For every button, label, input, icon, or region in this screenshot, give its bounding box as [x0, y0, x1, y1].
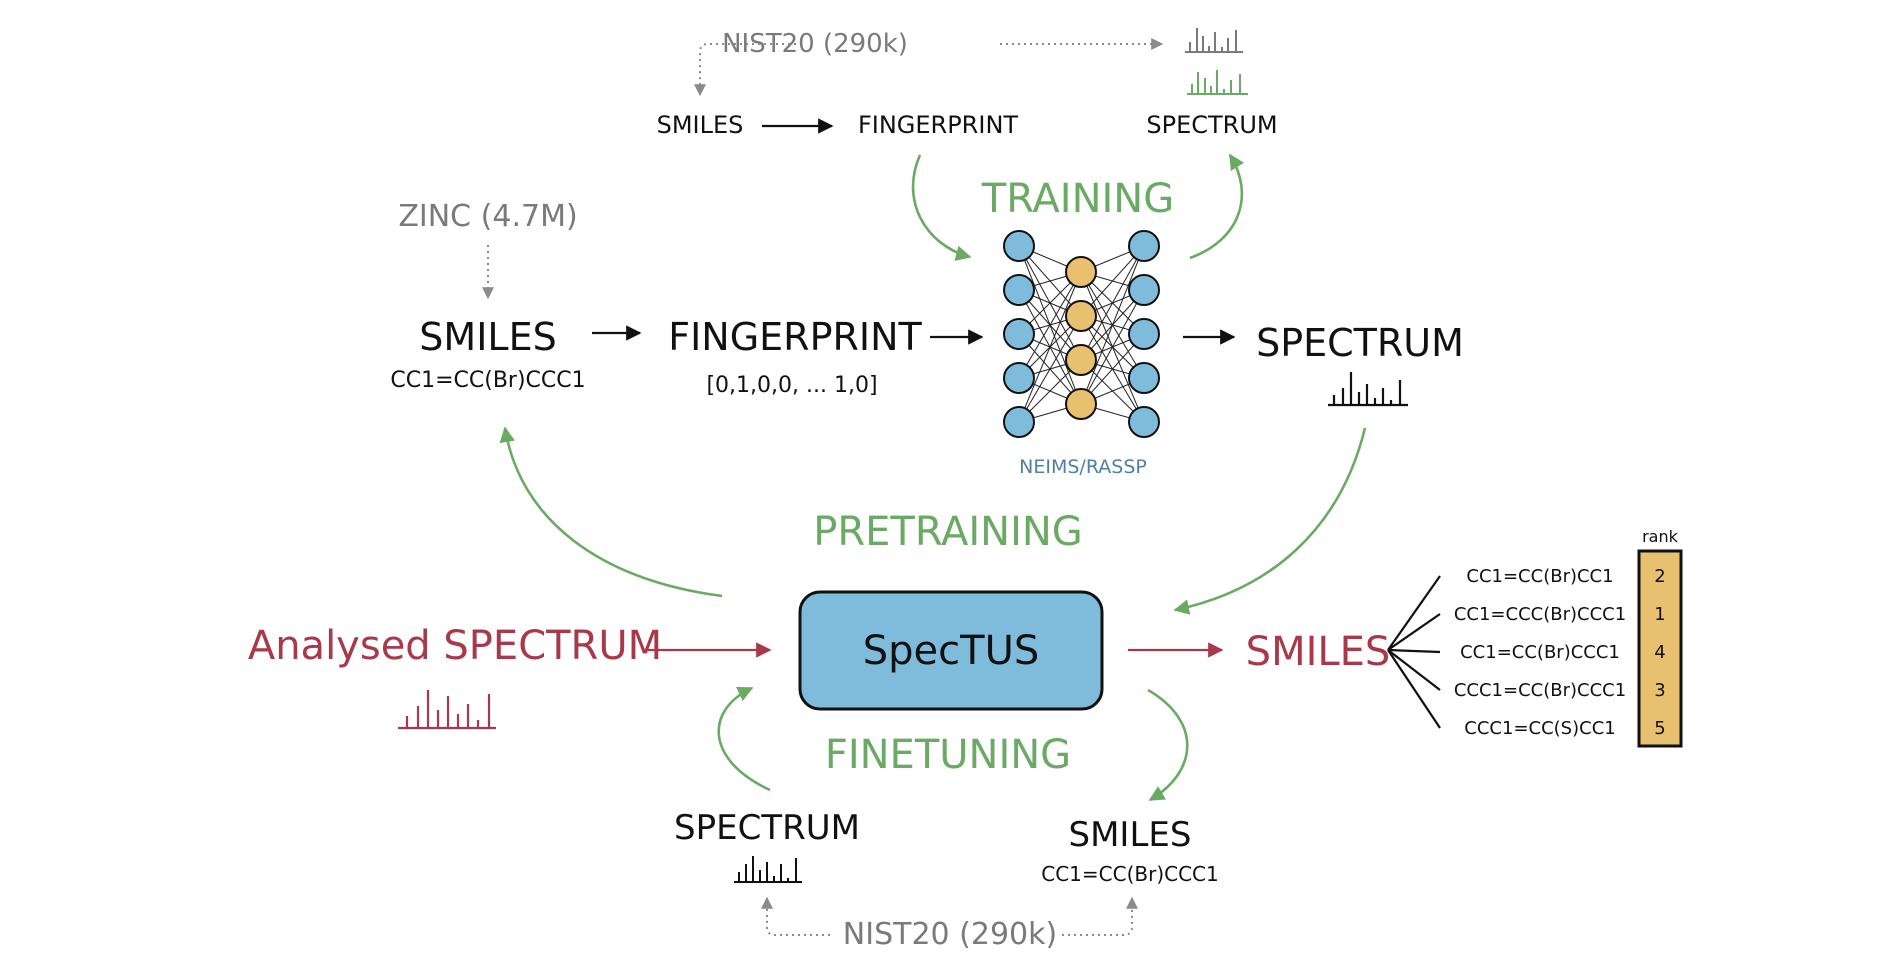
finetuning-section: FINETUNING SPECTRUM SMILES CC1=CC(Br)CCC…	[674, 686, 1219, 952]
nn-edge	[1080, 245, 1145, 405]
nn-hidden-node	[1065, 388, 1097, 420]
nn-nodes	[1003, 230, 1160, 438]
nn-io-node	[1003, 362, 1035, 394]
nn-io-node	[1128, 362, 1160, 394]
training-smiles: SMILES	[657, 111, 744, 139]
candidate-rank: 4	[1654, 642, 1665, 663]
spectus-model-label: SpecTUS	[863, 628, 1039, 674]
candidate-rank: 1	[1654, 604, 1665, 625]
finetuning-arrow-to-smiles	[1147, 688, 1189, 802]
candidate-smiles: CCC1=CC(S)CC1	[1464, 718, 1615, 739]
finetuning-dataset-arrow-left	[761, 896, 830, 936]
pretraining-arrow-to-smiles	[499, 426, 723, 598]
candidate-smiles: CC1=CC(Br)CC1	[1466, 566, 1613, 587]
finetuning-smiles-example: CC1=CC(Br)CCC1	[1041, 862, 1219, 886]
candidate-rank: 3	[1654, 680, 1665, 701]
nn-edge	[1018, 271, 1082, 423]
nn-edge	[1018, 315, 1082, 423]
finetuning-spectrum-icon	[734, 856, 802, 883]
pretraining-spectrum: SPECTRUM	[1256, 321, 1464, 365]
candidate-branch-line	[1387, 575, 1441, 651]
spectus-model-box	[798, 590, 1104, 711]
training-section: NIST20 (290k) SMILES FINGERPRINT SPECTRU…	[657, 28, 1278, 261]
training-dataset-label: NIST20 (290k)	[722, 29, 908, 59]
pretraining-smiles-example: CC1=CC(Br)CCC1	[390, 368, 585, 393]
nn-io-node	[1128, 274, 1160, 306]
pretraining-smiles: SMILES	[419, 315, 556, 359]
nn-hidden-node	[1065, 300, 1097, 332]
training-arrow-into-model	[911, 154, 972, 261]
nn-io-node	[1003, 406, 1035, 438]
analysed-spectrum-label: Analysed SPECTRUM	[248, 623, 662, 669]
nn-edge	[1080, 245, 1145, 361]
nn-edge	[1080, 289, 1145, 405]
training-fingerprint: FINGERPRINT	[858, 111, 1018, 139]
nn-io-node	[1128, 406, 1160, 438]
pretraining-dataset-label: ZINC (4.7M)	[398, 199, 577, 234]
analysed-spectrum-icon	[398, 690, 496, 730]
model-label-neims-rassp: NEIMS/RASSP	[1019, 456, 1147, 478]
finetuning-label: FINETUNING	[825, 732, 1071, 778]
finetuning-smiles: SMILES	[1069, 815, 1192, 855]
nn-io-node	[1003, 318, 1035, 350]
output-smiles-label: SMILES	[1246, 629, 1391, 675]
finetuning-arrow-from-spectrum	[717, 686, 771, 792]
training-spectrum-icon-gray	[1185, 28, 1243, 53]
nn-hidden-node	[1065, 344, 1097, 376]
training-spectrum: SPECTRUM	[1146, 111, 1277, 139]
pretraining-arrow-from-spectrum	[1173, 427, 1367, 615]
candidate-branch-line	[1387, 613, 1441, 651]
candidate-smiles: CC1=CCC(Br)CCC1	[1454, 604, 1626, 625]
candidate-branch-line	[1387, 649, 1441, 729]
nn-edge	[1018, 271, 1082, 379]
training-arrow-out-of-model	[1189, 153, 1245, 260]
rank-header: rank	[1642, 527, 1679, 546]
pretraining-section: ZINC (4.7M) SMILES CC1=CC(Br)CCC1 FINGER…	[390, 199, 1464, 615]
finetuning-dataset-arrow-right	[1062, 896, 1138, 936]
nn-io-node	[1128, 318, 1160, 350]
candidate-smiles: CC1=CC(Br)CCC1	[1460, 642, 1620, 663]
candidate-smiles: CCC1=CC(Br)CCC1	[1454, 680, 1626, 701]
finetuning-spectrum: SPECTRUM	[674, 808, 860, 848]
finetuning-dataset-label: NIST20 (290k)	[843, 917, 1057, 952]
pretraining-fingerprint-example: [0,1,0,0, ... 1,0]	[706, 373, 877, 398]
candidate-branch-line	[1387, 648, 1441, 654]
main-pipeline: Analysed SPECTRUM SpecTUS SMILES	[248, 590, 1391, 730]
nn-io-node	[1128, 230, 1160, 262]
rank-column-box	[1637, 549, 1683, 748]
nn-io-node	[1003, 274, 1035, 306]
pretraining-label: PRETRAINING	[813, 509, 1083, 555]
neural-network-icon	[1003, 230, 1160, 438]
pretraining-fingerprint: FINGERPRINT	[668, 315, 922, 359]
candidate-rank: 2	[1654, 566, 1665, 587]
pretraining-spectrum-icon	[1328, 372, 1408, 407]
training-spectrum-icon-green	[1187, 70, 1248, 95]
candidate-branch-line	[1387, 649, 1441, 691]
training-label: TRAINING	[981, 176, 1174, 222]
nn-io-node	[1003, 230, 1035, 262]
nn-hidden-node	[1065, 256, 1097, 288]
candidate-rank: 5	[1654, 718, 1665, 739]
